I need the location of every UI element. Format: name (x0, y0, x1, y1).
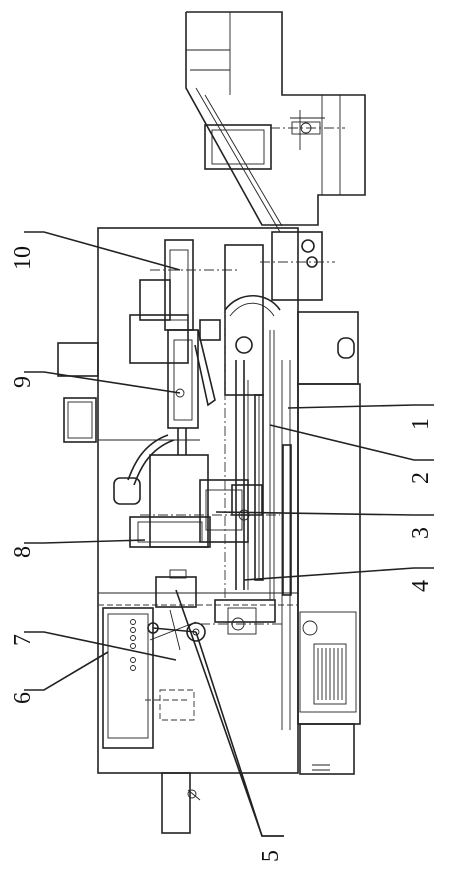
rails-and-shafts (224, 231, 335, 600)
spindle-assembly (129, 239, 240, 455)
callout-8: 8 (10, 546, 36, 558)
callout-10: 10 (10, 246, 36, 270)
callout-5: 5 (258, 850, 284, 862)
vent-grille (313, 643, 347, 705)
left-fixtures (57, 342, 201, 834)
callout-6: 6 (10, 692, 36, 704)
leader-lines (24, 231, 434, 837)
control-panel (102, 607, 195, 749)
callout-3: 3 (408, 527, 434, 539)
callout-9: 9 (10, 376, 36, 388)
machine-frame (97, 227, 361, 775)
clamp-mechanism (147, 569, 285, 651)
feeder-structure (185, 11, 366, 233)
callout-4: 4 (408, 580, 434, 592)
callout-1: 1 (408, 418, 434, 430)
callout-2: 2 (408, 472, 434, 484)
callout-labels: 10 9 8 7 6 5 1 2 3 4 (10, 246, 434, 862)
callout-7: 7 (10, 634, 36, 646)
